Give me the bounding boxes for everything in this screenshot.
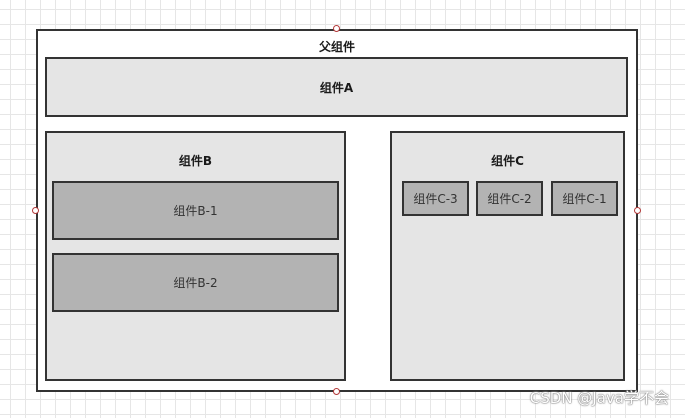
component-c-3[interactable]: 组件C-3 — [402, 181, 469, 216]
component-b-1[interactable]: 组件B-1 — [52, 181, 339, 240]
component-a[interactable]: 组件A — [45, 57, 628, 117]
component-b-1-label: 组件B-1 — [173, 204, 218, 218]
watermark: CSDN @Java学不会 — [529, 389, 669, 407]
resize-handle-bottom[interactable] — [333, 388, 340, 395]
component-c-2[interactable]: 组件C-2 — [476, 181, 543, 216]
component-c-title: 组件C — [491, 154, 524, 168]
parent-component-title: 父组件 — [318, 40, 355, 54]
component-b-title: 组件B — [178, 154, 213, 168]
component-c-3-label: 组件C-3 — [413, 192, 458, 206]
component-a-label: 组件A — [319, 80, 354, 95]
resize-handle-top[interactable] — [333, 25, 340, 32]
component-b-2-label: 组件B-2 — [173, 276, 218, 290]
resize-handle-right[interactable] — [634, 207, 641, 214]
component-b-2[interactable]: 组件B-2 — [52, 253, 339, 312]
component-c-1[interactable]: 组件C-1 — [551, 181, 618, 216]
component-c[interactable]: 组件C — [390, 131, 625, 381]
resize-handle-left[interactable] — [32, 207, 39, 214]
component-c-2-label: 组件C-2 — [487, 192, 532, 206]
component-c-1-label: 组件C-1 — [562, 192, 607, 206]
